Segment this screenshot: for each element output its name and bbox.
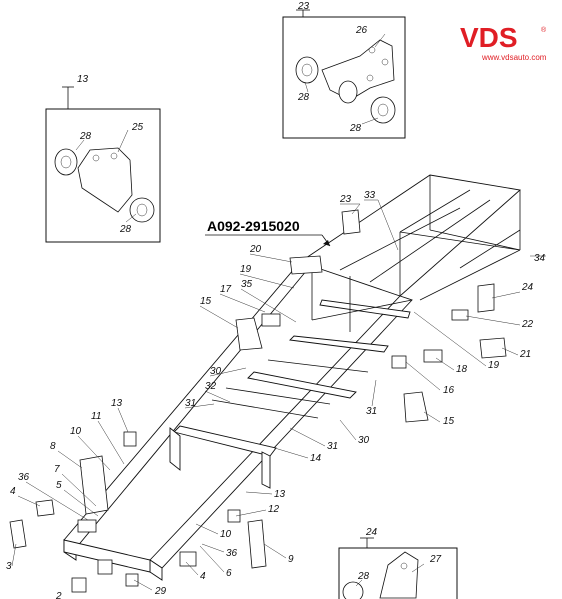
callout-17: 17 <box>220 284 232 295</box>
part-23 <box>341 209 361 235</box>
inset-24-label-a: 27 <box>429 554 442 565</box>
callout-31c: 31 <box>327 441 338 452</box>
callout-15a: 15 <box>200 296 212 307</box>
inset-23-bushing-left <box>295 56 319 84</box>
part-24 <box>477 283 495 313</box>
vds-logo: VDS ® www.vdsauto.com <box>460 22 547 62</box>
inset-24-label-b: 28 <box>357 571 370 582</box>
callout-5: 5 <box>56 480 62 491</box>
callout-19b: 19 <box>488 360 500 371</box>
part-21 <box>479 337 507 359</box>
callout-35: 35 <box>241 279 253 290</box>
callout-13a: 13 <box>111 398 123 409</box>
callout-4b: 4 <box>200 571 206 582</box>
callout-10b: 10 <box>220 529 232 540</box>
inset-13: 13 28 25 28 <box>45 74 161 243</box>
callout-4a: 4 <box>10 486 16 497</box>
logo-brand: VDS <box>460 22 518 53</box>
part-15-right <box>403 391 429 423</box>
callout-2: 2 <box>55 591 62 599</box>
callout-16: 16 <box>443 385 455 396</box>
inset-13-label-b: 25 <box>131 122 144 133</box>
callout-20: 20 <box>249 244 262 255</box>
inset-23-bracket <box>321 39 395 101</box>
callout-30a: 30 <box>210 366 222 377</box>
inset-24: 24 27 28 <box>338 527 458 599</box>
part-15-left <box>235 317 263 351</box>
inset-23-label-b: 28 <box>297 92 310 103</box>
inset-13-bushing-left <box>54 148 78 176</box>
bracket-8 <box>79 455 109 515</box>
logo-url: www.vdsauto.com <box>481 53 547 62</box>
inset-23-title: 23 <box>297 1 310 12</box>
callout-14: 14 <box>310 453 322 464</box>
callout-18: 18 <box>456 364 468 375</box>
part-number: A092-2915020 <box>207 218 300 234</box>
inset-24-bracket <box>379 551 419 599</box>
callout-7: 7 <box>54 464 60 475</box>
part-number-callout: A092-2915020 <box>205 218 331 247</box>
callout-36b: 36 <box>226 548 238 559</box>
part-20 <box>289 255 323 275</box>
callout-10a: 10 <box>70 426 82 437</box>
callout-11: 11 <box>91 411 101 422</box>
callout-13b: 13 <box>274 489 286 500</box>
inset-13-bracket <box>77 147 133 213</box>
cross-member-1 <box>173 425 277 457</box>
cross-member-3 <box>289 335 389 353</box>
chassis-frame <box>9 174 522 593</box>
callout-15b: 15 <box>443 416 455 427</box>
callout-31b: 31 <box>366 406 377 417</box>
callout-24: 24 <box>521 282 534 293</box>
inset-24-title: 24 <box>365 527 378 538</box>
callout-33: 33 <box>364 190 376 201</box>
cross-member-2 <box>247 371 357 399</box>
callout-8: 8 <box>50 441 56 452</box>
callout-36a: 36 <box>18 472 30 483</box>
logo-registered: ® <box>541 26 547 34</box>
callout-12: 12 <box>268 504 280 515</box>
inset-13-label-a: 28 <box>79 131 92 142</box>
callout-labels: 23 33 34 20 19 35 17 15 24 22 21 19 18 1… <box>6 190 546 599</box>
callout-6: 6 <box>226 568 232 579</box>
callout-9: 9 <box>288 554 294 565</box>
callout-23: 23 <box>339 194 352 205</box>
callout-34: 34 <box>534 253 546 264</box>
plate-3 <box>9 519 27 549</box>
front-cross-member <box>63 539 151 573</box>
inset-23: 23 26 28 28 <box>282 1 406 139</box>
inset-23-label-a: 26 <box>355 25 368 36</box>
callout-32: 32 <box>205 381 217 392</box>
inset-23-label-c: 28 <box>349 123 362 134</box>
callout-31a: 31 <box>185 398 196 409</box>
callout-19a: 19 <box>240 264 252 275</box>
callout-22: 22 <box>521 319 534 330</box>
callout-30b: 30 <box>358 435 370 446</box>
inset-13-bushing-right <box>129 197 155 223</box>
inset-13-label-c: 28 <box>119 224 132 235</box>
inset-23-bushing-right <box>370 96 396 124</box>
inset-13-title: 13 <box>77 74 89 85</box>
callout-3: 3 <box>6 561 12 572</box>
callout-21: 21 <box>519 349 531 360</box>
bracket-9 <box>247 519 267 569</box>
callout-29: 29 <box>154 586 167 597</box>
rear-upper-cage <box>298 174 522 297</box>
